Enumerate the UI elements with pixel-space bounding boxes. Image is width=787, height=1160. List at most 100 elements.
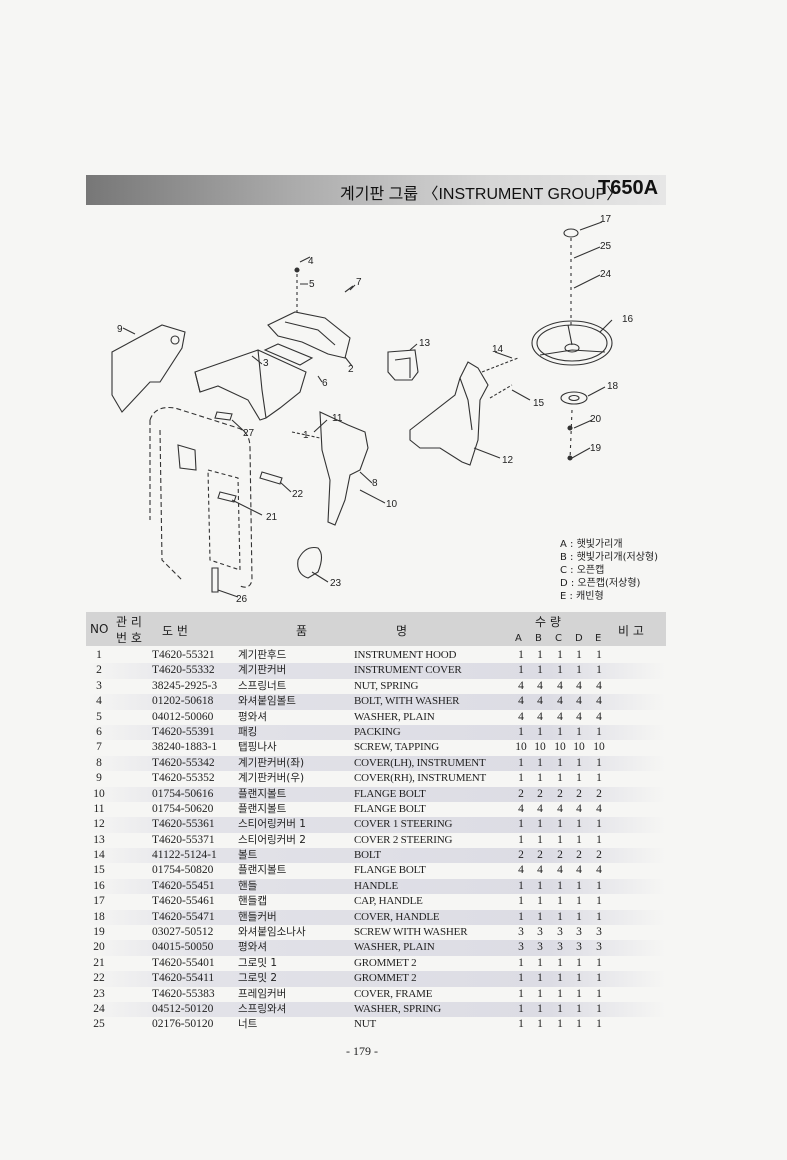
- quantity-c: 1: [557, 725, 563, 738]
- part-name-korean: 스티어링커버 1: [238, 818, 306, 831]
- part-name-english: NUT: [354, 1018, 377, 1031]
- part-name-english: COVER, HANDLE: [354, 910, 440, 923]
- quantity-c: 1: [557, 756, 563, 769]
- quantity-c: 4: [557, 802, 563, 815]
- quantity-a: 3: [518, 941, 524, 954]
- callout-26: 26: [236, 594, 248, 605]
- row-number: 6: [96, 725, 102, 738]
- quantity-c: 4: [557, 864, 563, 877]
- quantity-c: 4: [557, 710, 563, 723]
- quantity-a: 4: [518, 679, 524, 692]
- quantity-d: 1: [576, 772, 582, 785]
- quantity-b: 1: [537, 756, 543, 769]
- part-18-cover-handle: [560, 391, 588, 405]
- row-number: 7: [96, 741, 102, 754]
- quantity-b: 1: [537, 664, 543, 677]
- row-number: 14: [93, 849, 105, 862]
- row-number: 23: [93, 987, 105, 1000]
- quantity-e: 1: [596, 725, 602, 738]
- quantity-d: 1: [576, 833, 582, 846]
- part-16-handle: [531, 320, 613, 366]
- part-number: 38245-2925-3: [152, 679, 218, 692]
- callout-4: 4: [308, 256, 314, 267]
- quantity-d: 3: [576, 926, 582, 939]
- quantity-c: 1: [557, 664, 563, 677]
- part-number: T4620-55371: [152, 833, 215, 846]
- part-number: T4620-55471: [152, 910, 215, 923]
- part-number: T4620-55451: [152, 879, 215, 892]
- part-number: 01754-50616: [152, 787, 214, 800]
- quantity-b: 4: [537, 695, 543, 708]
- quantity-d: 10: [573, 741, 585, 754]
- row-number: 4: [96, 695, 102, 708]
- exploded-parts-diagram: 4 5 7 9 2 6 3 13 14 15 16 17 25 24 18 20…: [111, 214, 634, 605]
- part-number: T4620-55361: [152, 818, 215, 831]
- quantity-d: 1: [576, 818, 582, 831]
- quantity-c: 1: [557, 987, 563, 1000]
- part-name-english: NUT, SPRING: [354, 679, 419, 692]
- header-qty-a: A: [515, 633, 522, 644]
- quantity-a: 2: [518, 787, 524, 800]
- quantity-b: 4: [537, 802, 543, 815]
- part-name-korean: 그로밋 1: [238, 956, 277, 969]
- part-number: T4620-55342: [152, 756, 215, 769]
- quantity-e: 1: [596, 895, 602, 908]
- quantity-e: 10: [593, 741, 605, 754]
- quantity-c: 2: [557, 849, 563, 862]
- header-qty-c: C: [555, 633, 562, 644]
- part-name-korean: 계기판커버(좌): [238, 756, 305, 769]
- row-number: 1: [96, 649, 102, 661]
- row-number: 19: [93, 926, 105, 939]
- part-name-korean: 와셔붙임소나사: [238, 926, 306, 939]
- part-23-frame-cover: [297, 546, 323, 579]
- quantity-c: 1: [557, 818, 563, 831]
- quantity-d: 4: [576, 679, 582, 692]
- quantity-a: 1: [518, 895, 524, 908]
- quantity-a: 1: [518, 756, 524, 769]
- quantity-a: 1: [518, 649, 524, 661]
- callout-27: 27: [243, 428, 255, 439]
- quantity-e: 1: [596, 879, 602, 892]
- callout-7: 7: [356, 277, 362, 288]
- quantity-e: 1: [596, 664, 602, 677]
- part-number: 38240-1883-1: [152, 741, 218, 754]
- row-number: 15: [93, 864, 105, 877]
- quantity-a: 1: [518, 818, 524, 831]
- part-name-korean: 플랜지볼트: [238, 787, 287, 800]
- part-number: 04015-50050: [152, 941, 214, 954]
- quantity-d: 4: [576, 802, 582, 815]
- part-name-english: FLANGE BOLT: [354, 787, 426, 800]
- part-name-korean: 평와셔: [238, 941, 267, 954]
- quantity-c: 1: [557, 972, 563, 985]
- quantity-e: 1: [596, 833, 602, 846]
- quantity-d: 1: [576, 972, 582, 985]
- quantity-d: 1: [576, 895, 582, 908]
- callout-23: 23: [330, 578, 342, 589]
- part-name-english: COVER 1 STEERING: [354, 818, 453, 831]
- callout-5: 5: [309, 279, 315, 290]
- header-drawing-no: 도 번: [162, 624, 188, 638]
- part-17-cap: [563, 228, 579, 238]
- callout-20: 20: [590, 414, 602, 425]
- quantity-d: 1: [576, 756, 582, 769]
- quantity-b: 1: [537, 818, 543, 831]
- part-name-english: INSTRUMENT COVER: [354, 664, 462, 677]
- header-qty-e: E: [595, 633, 602, 644]
- quantity-a: 1: [518, 879, 524, 892]
- quantity-a: 3: [518, 926, 524, 939]
- quantity-e: 1: [596, 987, 602, 1000]
- quantity-e: 1: [596, 756, 602, 769]
- part-name-english: WASHER, PLAIN: [354, 941, 435, 954]
- quantity-a: 4: [518, 864, 524, 877]
- part-name-english: CAP, HANDLE: [354, 895, 423, 908]
- quantity-d: 2: [576, 849, 582, 862]
